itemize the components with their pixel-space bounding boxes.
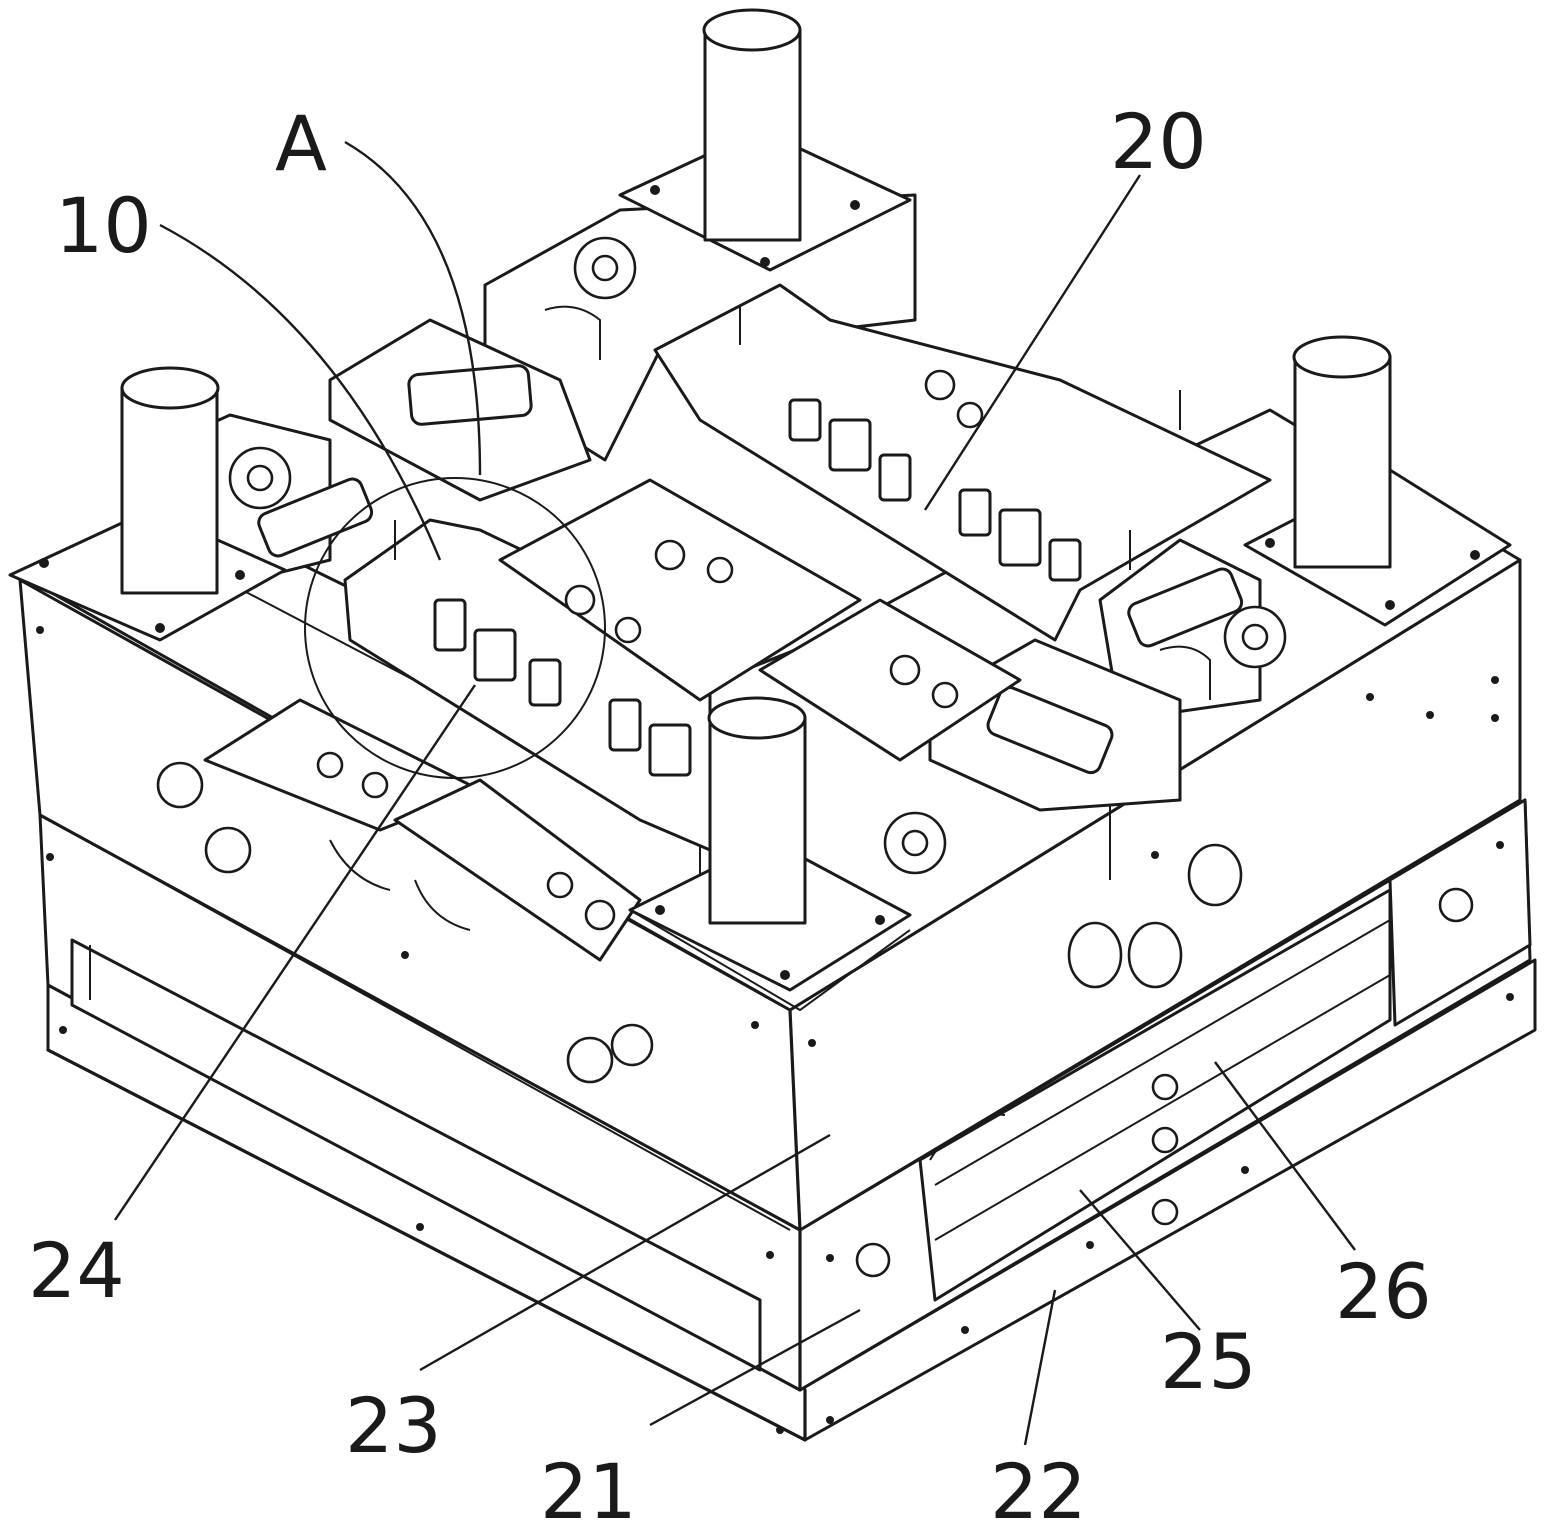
leader-23 [419,1133,831,1372]
leader-lines [114,140,1356,1446]
leader-10 [159,223,442,561]
label-24: 24 [28,1226,125,1315]
label-23: 23 [345,1381,442,1470]
label-26: 26 [1335,1247,1432,1336]
leader-22 [1023,1289,1057,1446]
label-20: 20 [1110,97,1207,186]
leader-26 [1214,1061,1356,1251]
mold-plate-block [18,558,1522,1434]
label-10: 10 [55,181,152,270]
detail-circle-a [304,477,606,779]
leader-21 [649,1308,861,1427]
leader-a [344,140,482,476]
label-25: 25 [1160,1317,1257,1406]
leader-25 [1079,1189,1201,1331]
leader-20 [923,174,1142,511]
label-a: A [275,99,327,188]
label-22: 22 [990,1447,1087,1536]
cavity-inserts [203,283,1272,962]
ejector-housing [38,798,1532,1392]
label-21: 21 [540,1447,637,1536]
reference-labels: A 10 20 21 22 23 24 25 26 [28,97,1432,1536]
leader-24 [114,684,476,1221]
guide-pillars [8,8,1512,992]
